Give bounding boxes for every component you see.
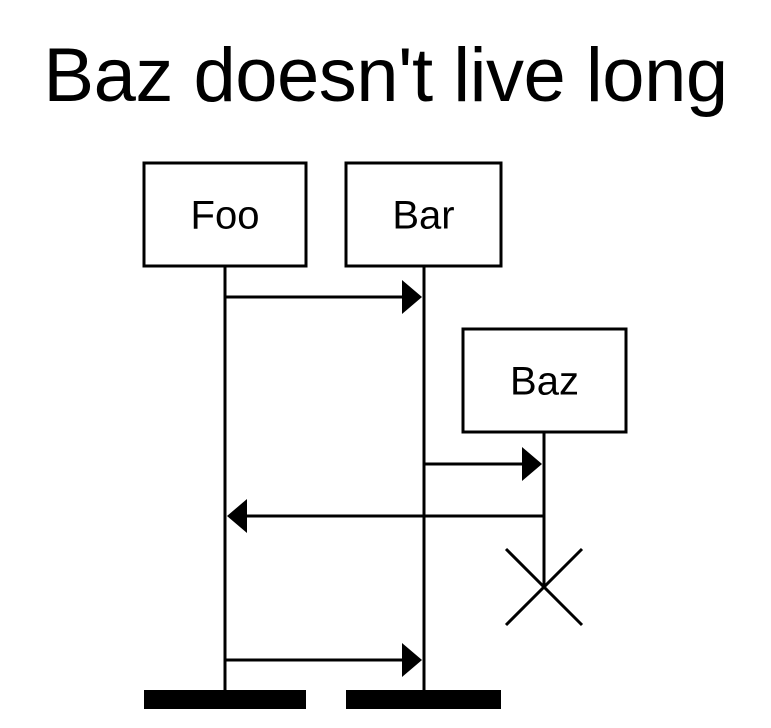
participant-box-foo <box>142 161 308 268</box>
lifelines <box>223 266 546 690</box>
arrowhead-icon <box>402 643 422 677</box>
participant-box-bar <box>344 161 503 268</box>
diagram-title: Baz doesn't live long <box>43 33 728 118</box>
arrowhead-icon <box>402 280 422 314</box>
message-arrow-bar-to-baz <box>424 447 542 481</box>
lifeline-footers <box>144 690 501 709</box>
participant-label-bar: Bar <box>392 194 454 238</box>
participant-label-foo: Foo <box>191 194 260 238</box>
destroy-x-icon-baz-stroke2 <box>504 547 584 627</box>
participant-label-baz: Baz <box>510 360 579 404</box>
messages <box>225 280 544 677</box>
arrowhead-icon <box>227 499 247 533</box>
message-arrow-foo-to-bar <box>225 280 422 314</box>
lifeline-footer-foo <box>144 690 306 709</box>
message-arrow-baz-to-foo <box>227 499 544 533</box>
participant-box-baz <box>461 327 628 434</box>
destroy-markers <box>504 547 584 627</box>
lifeline-footer-bar <box>346 690 501 709</box>
message-arrow-foo-to-bar <box>225 643 422 677</box>
arrowhead-icon <box>522 447 542 481</box>
